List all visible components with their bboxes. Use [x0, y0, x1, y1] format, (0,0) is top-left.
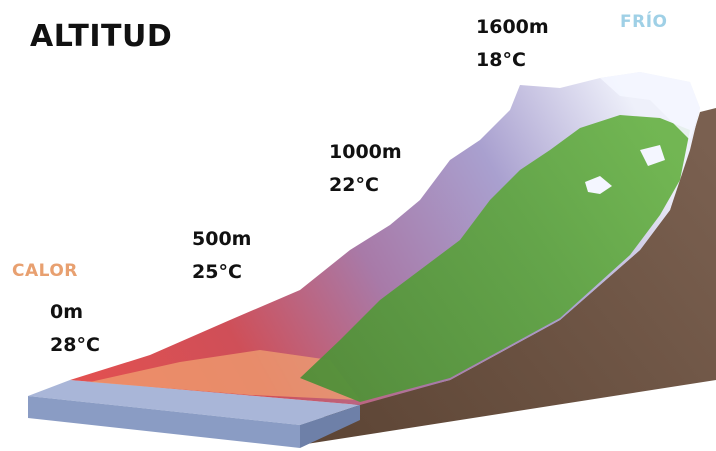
altitude-label: 1000m [329, 141, 402, 163]
base-slab-top [28, 380, 360, 425]
base-slab-side [300, 405, 360, 448]
altitude-label: 500m [192, 228, 252, 250]
temperature-label: 25°C [192, 261, 242, 283]
temperature-label: 18°C [476, 49, 526, 71]
altitude-label: 1600m [476, 16, 549, 38]
base-slab-front [28, 396, 300, 448]
diagram-title: ALTITUD [30, 19, 173, 54]
cold-label: FRÍO [620, 12, 668, 32]
snow-cap [600, 72, 700, 140]
warm-band [90, 350, 360, 400]
snow-patch [640, 145, 665, 166]
earth-cross-section [300, 108, 716, 445]
altitude-label: 0m [50, 301, 84, 323]
temperature-label: 28°C [50, 334, 100, 356]
hot-label: CALOR [12, 261, 78, 281]
temperature-label: 22°C [329, 174, 379, 196]
snow-patch [585, 176, 612, 194]
